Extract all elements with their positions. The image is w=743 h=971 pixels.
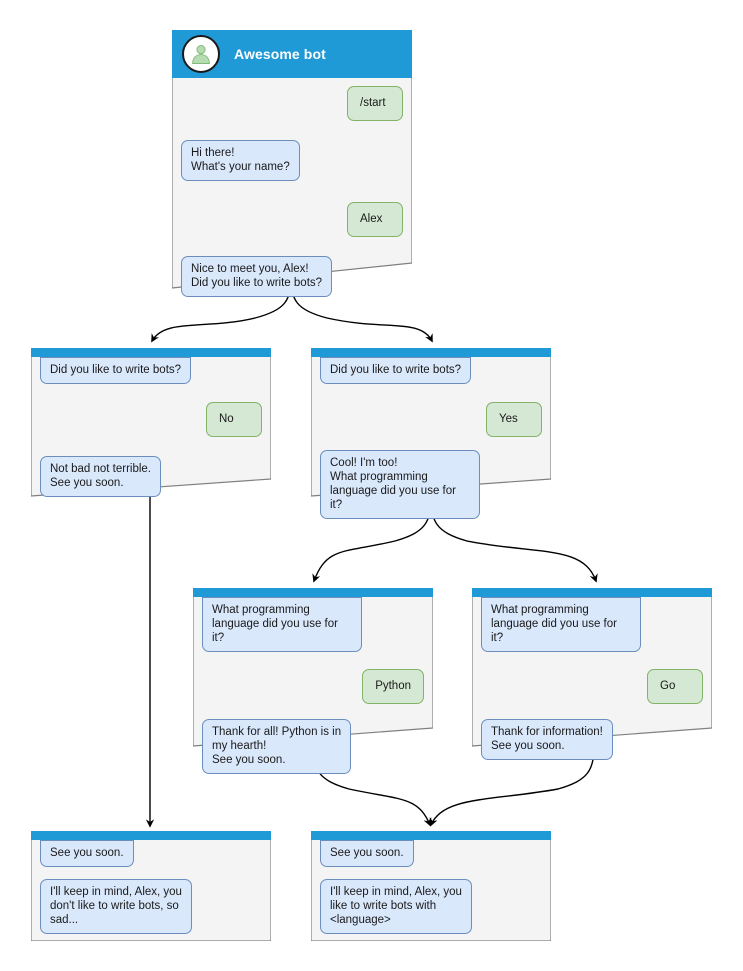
card-end-sad-messages: See you soon. I'll keep in mind, Alex, y… — [31, 840, 271, 934]
message-row: Python — [202, 669, 424, 704]
message-row: Nice to meet you, Alex! Did you like to … — [181, 256, 403, 297]
message-row: What programming language did you use fo… — [202, 597, 424, 652]
bot-message-bubble[interactable]: See you soon. — [320, 840, 414, 867]
message-row: What programming language did you use fo… — [481, 597, 703, 652]
card-no-branch-messages: Did you like to write bots? No Not bad n… — [31, 357, 271, 497]
message-row: Thank for all! Python is in my hearth! S… — [202, 719, 424, 774]
message-row: No — [40, 402, 262, 437]
bot-message-bubble[interactable]: See you soon. — [40, 840, 134, 867]
bot-message-bubble[interactable]: Cool! I'm too! What programming language… — [320, 450, 480, 519]
message-row: Alex — [181, 202, 403, 237]
card-python-branch-messages: What programming language did you use fo… — [193, 597, 433, 774]
card-go-branch-messages: What programming language did you use fo… — [472, 597, 712, 760]
card-go-branch[interactable]: What programming language did you use fo… — [472, 588, 712, 760]
message-row: Thank for information! See you soon. — [481, 719, 703, 760]
bot-message-bubble[interactable]: I'll keep in mind, Alex, you don't like … — [40, 879, 192, 934]
bot-message-bubble[interactable]: Hi there! What's your name? — [181, 140, 300, 181]
message-row: Yes — [320, 402, 542, 437]
bot-message-bubble[interactable]: Nice to meet you, Alex! Did you like to … — [181, 256, 333, 297]
message-row: Did you like to write bots? — [320, 357, 542, 384]
message-row: See you soon. — [40, 840, 262, 867]
bot-message-bubble[interactable]: I'll keep in mind, Alex, you like to wri… — [320, 879, 472, 934]
bot-title: Awesome bot — [234, 46, 326, 62]
message-row: Not bad not terrible. See you soon. — [40, 456, 262, 497]
card-start-messages: /start Hi there! What's your name? Alex … — [172, 86, 412, 297]
user-message-bubble[interactable]: Go — [647, 669, 703, 704]
bot-message-bubble[interactable]: Thank for information! See you soon. — [481, 719, 613, 760]
card-yes-branch[interactable]: Did you like to write bots? Yes Cool! I'… — [311, 348, 551, 519]
bot-message-bubble[interactable]: What programming language did you use fo… — [481, 597, 641, 652]
bot-message-bubble[interactable]: What programming language did you use fo… — [202, 597, 362, 652]
bot-message-bubble[interactable]: Did you like to write bots? — [40, 357, 192, 384]
card-end-happy-messages: See you soon. I'll keep in mind, Alex, y… — [311, 840, 551, 934]
card-python-branch[interactable]: What programming language did you use fo… — [193, 588, 433, 774]
user-message-bubble[interactable]: No — [206, 402, 262, 437]
card-end-happy[interactable]: See you soon. I'll keep in mind, Alex, y… — [311, 831, 551, 941]
user-message-bubble[interactable]: /start — [347, 86, 403, 121]
message-row: I'll keep in mind, Alex, you like to wri… — [320, 879, 542, 934]
message-row: /start — [181, 86, 403, 121]
card-no-branch[interactable]: Did you like to write bots? No Not bad n… — [31, 348, 271, 503]
person-avatar-icon — [182, 35, 220, 73]
bot-message-bubble[interactable]: Not bad not terrible. See you soon. — [40, 456, 162, 497]
card-end-sad[interactable]: See you soon. I'll keep in mind, Alex, y… — [31, 831, 271, 941]
bot-message-bubble[interactable]: Did you like to write bots? — [320, 357, 472, 384]
message-row: Go — [481, 669, 703, 704]
user-message-bubble[interactable]: Yes — [486, 402, 542, 437]
message-row: Hi there! What's your name? — [181, 140, 403, 181]
user-message-bubble[interactable]: Python — [362, 669, 424, 704]
message-row: Cool! I'm too! What programming language… — [320, 450, 542, 519]
message-row: I'll keep in mind, Alex, you don't like … — [40, 879, 262, 934]
message-row: Did you like to write bots? — [40, 357, 262, 384]
bot-message-bubble[interactable]: Thank for all! Python is in my hearth! S… — [202, 719, 352, 774]
message-row: See you soon. — [320, 840, 542, 867]
user-message-bubble[interactable]: Alex — [347, 202, 403, 237]
bot-header: Awesome bot — [172, 30, 412, 78]
card-start[interactable]: Awesome bot /start Hi there! What's your… — [172, 30, 412, 297]
card-yes-branch-messages: Did you like to write bots? Yes Cool! I'… — [311, 357, 551, 519]
